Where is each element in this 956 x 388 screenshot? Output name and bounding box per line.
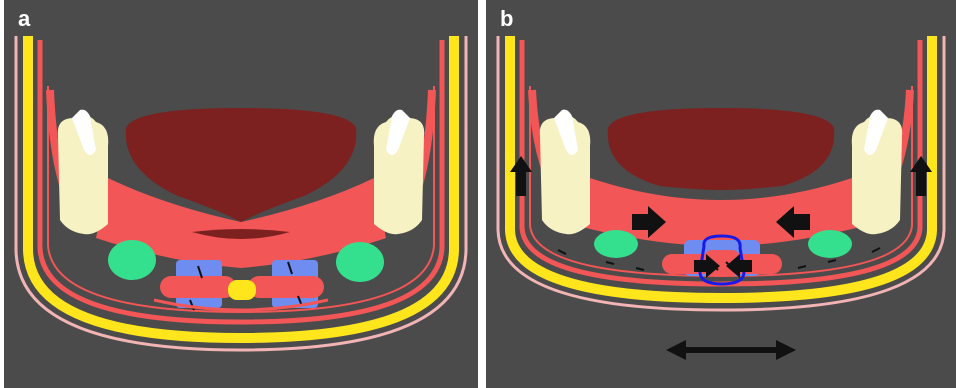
left-gland: [594, 230, 638, 258]
tongue: [608, 108, 835, 190]
left-small-muscle: [160, 276, 236, 298]
right-gland: [336, 242, 384, 282]
panel-a: a: [4, 0, 478, 388]
left-gland: [108, 240, 156, 280]
right-tooth: [852, 110, 902, 235]
right-gland: [808, 230, 852, 258]
diagram-b: [486, 0, 956, 388]
left-tooth: [58, 110, 108, 235]
diagram-a: [4, 0, 478, 388]
left-tooth: [540, 110, 590, 235]
right-tooth: [374, 110, 424, 235]
panel-b: b: [486, 0, 956, 388]
right-small-muscle: [248, 276, 324, 298]
center-yellow: [228, 280, 256, 300]
double-headed-arrow-icon: [666, 340, 796, 360]
